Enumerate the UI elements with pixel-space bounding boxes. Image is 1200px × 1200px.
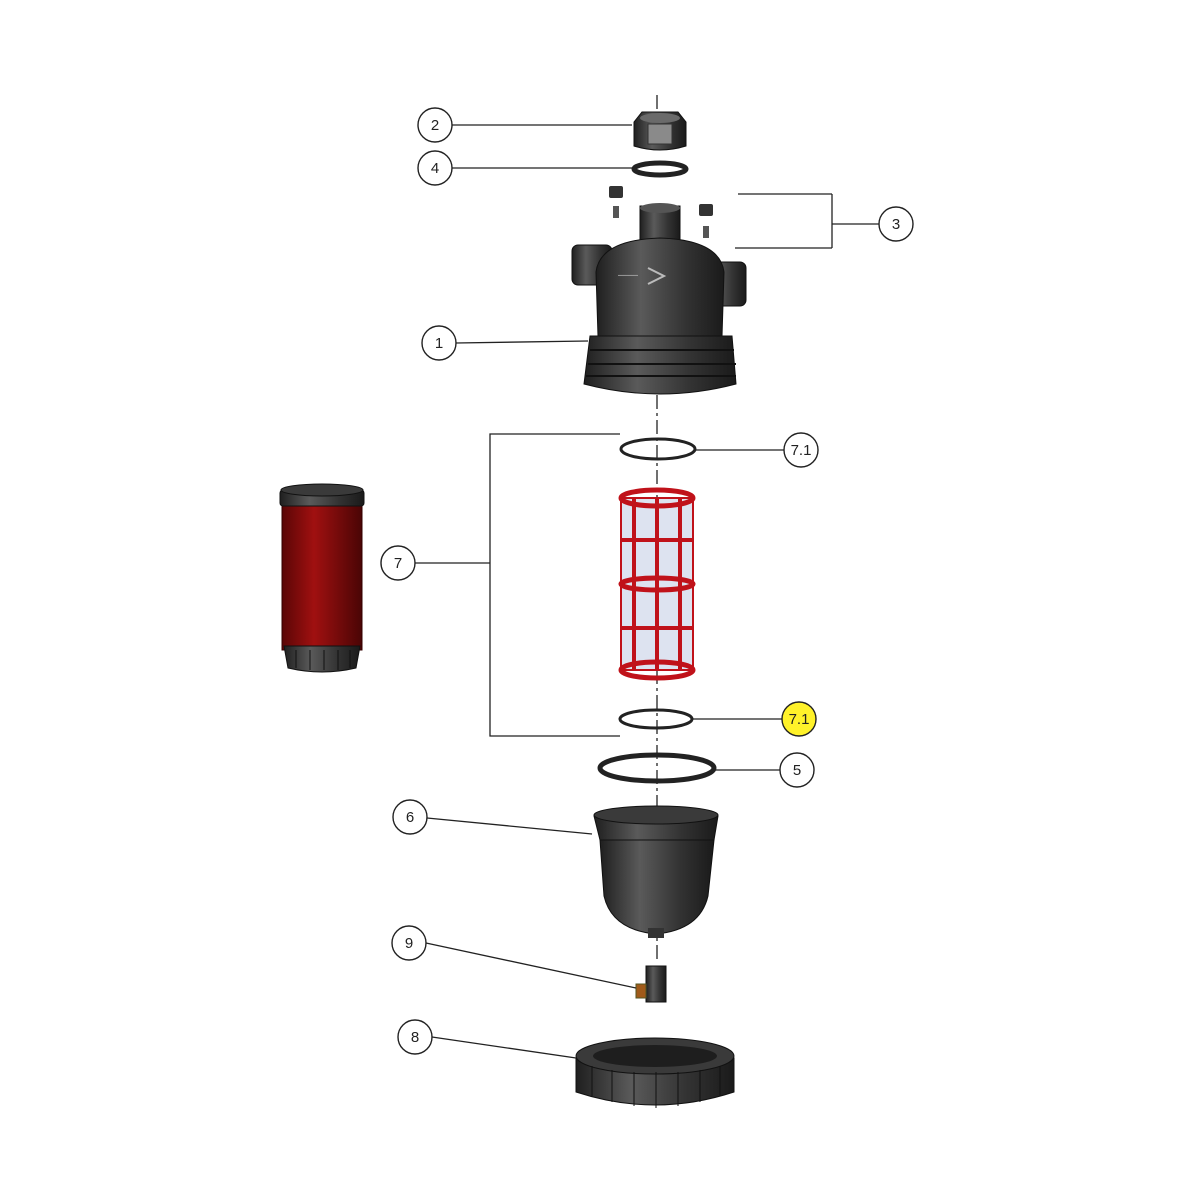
svg-text:4: 4 <box>431 160 439 177</box>
svg-text:6: 6 <box>406 809 414 826</box>
svg-text:1: 1 <box>435 335 443 352</box>
part-6-bowl <box>593 805 719 938</box>
replacement-cartridge <box>279 483 365 673</box>
callout-2: 2 <box>417 107 453 143</box>
svg-text:——: —— <box>618 270 638 281</box>
part-9-drain-valve <box>635 965 667 1003</box>
part-7-screen-element <box>618 487 696 681</box>
callout-4: 4 <box>417 150 453 186</box>
callout-7-1-bottom: 7.1 <box>781 701 817 737</box>
svg-text:3: 3 <box>892 216 900 233</box>
part-5-seal <box>597 752 717 784</box>
svg-text:9: 9 <box>405 935 413 952</box>
callout-5: 5 <box>779 752 815 788</box>
part-7-1-oring-bottom <box>618 708 694 730</box>
callout-7: 7 <box>380 545 416 581</box>
callout-3: 3 <box>878 206 914 242</box>
svg-text:8: 8 <box>411 1029 419 1046</box>
callout-7-1-top: 7.1 <box>783 432 819 468</box>
svg-text:2: 2 <box>431 117 439 134</box>
svg-text:7.1: 7.1 <box>791 442 812 459</box>
part-3-screws <box>609 186 713 238</box>
leader-lines <box>414 124 879 1059</box>
svg-text:5: 5 <box>793 762 801 779</box>
callout-1: 1 <box>421 325 457 361</box>
part-2-cap <box>633 111 687 151</box>
svg-text:7: 7 <box>394 555 402 572</box>
callout-9: 9 <box>391 925 427 961</box>
svg-text:7.1: 7.1 <box>789 711 810 728</box>
callout-8: 8 <box>397 1019 433 1055</box>
part-8-ring-nut <box>575 1037 735 1108</box>
callout-6: 6 <box>392 799 428 835</box>
part-1-filter-head: —— <box>571 203 747 395</box>
part-7-1-oring-top <box>619 437 697 461</box>
part-4-washer <box>631 160 689 178</box>
